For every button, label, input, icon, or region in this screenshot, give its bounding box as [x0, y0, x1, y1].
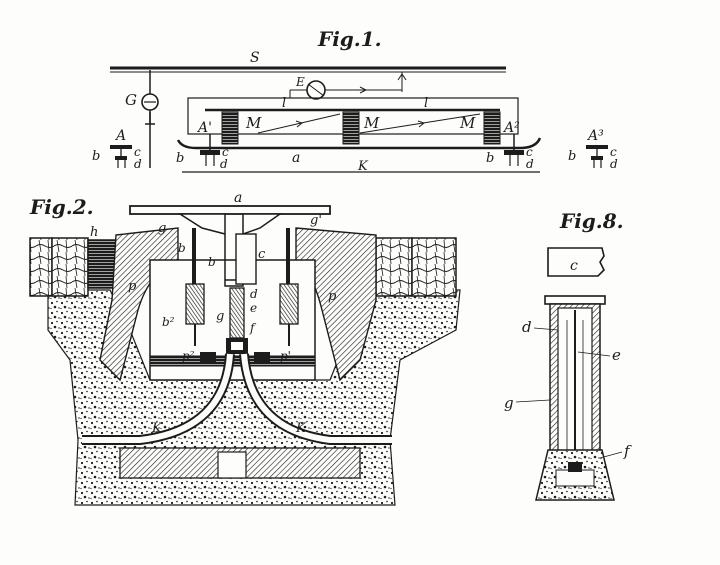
label-c-4: c	[610, 145, 617, 159]
label-p-right: p	[328, 289, 337, 304]
motor-e	[289, 72, 407, 100]
plate-a	[129, 205, 331, 215]
paving-stone-left-1	[29, 237, 53, 297]
label-d-fig8: d	[522, 318, 532, 336]
label-c-3: c	[526, 145, 533, 159]
label-A3: A³	[586, 128, 604, 144]
coil-m-1	[221, 111, 239, 145]
insulator-left	[185, 228, 205, 346]
label-S: S	[250, 50, 260, 66]
label-b-top: b	[178, 241, 186, 255]
label-b-2: b	[176, 151, 184, 166]
label-f-fig8: f	[623, 442, 632, 460]
packing-h	[87, 239, 117, 289]
contact-a1	[200, 134, 220, 166]
label-A1: A'	[196, 120, 212, 136]
label-A: A	[114, 128, 126, 144]
coil-m-2	[342, 111, 360, 145]
lower-channel-opening	[217, 451, 247, 479]
insulator-right	[279, 228, 299, 346]
label-K-left: K	[151, 421, 163, 436]
figure-8: Fig.8. c d e g f	[504, 209, 632, 501]
label-b2: b²	[162, 315, 175, 329]
paving-stone-right-1	[375, 237, 413, 297]
label-d-3: d	[526, 157, 534, 171]
label-b-1: b	[92, 149, 100, 164]
figure-1: Fig.1. S G E l l	[92, 27, 618, 174]
label-a-fig2: a	[234, 190, 242, 206]
paving-stone-right-2	[411, 237, 457, 297]
label-d-1: d	[134, 157, 142, 171]
label-K-fig1: K	[357, 159, 369, 174]
label-l-right: l	[424, 96, 428, 111]
label-M-3: M	[459, 114, 476, 132]
label-d-fig2: d	[250, 287, 258, 301]
label-p1: p'	[280, 349, 291, 363]
label-K-right: K	[295, 421, 307, 436]
generator-g	[141, 70, 159, 168]
figure-2: Fig.2. h p p a b b g g' c	[29, 190, 461, 506]
pipe-k-right-inner	[241, 353, 392, 443]
label-h: h	[90, 225, 98, 240]
label-b-4: b	[568, 149, 576, 164]
fig2-title: Fig.2.	[29, 195, 94, 219]
label-a-fig1: a	[292, 150, 300, 166]
rail-b	[177, 213, 283, 287]
label-b-3: b	[486, 151, 494, 166]
base-socket	[555, 469, 595, 487]
label-E: E	[295, 75, 305, 89]
central-tube	[226, 287, 248, 354]
label-b-mid: b	[208, 255, 216, 269]
label-G: G	[125, 91, 137, 109]
label-p-left: p	[128, 279, 137, 294]
label-c-1: c	[134, 145, 141, 159]
cap-c	[547, 247, 605, 277]
contact-a3	[586, 145, 608, 168]
connector-p1	[254, 352, 270, 364]
label-p2: p²	[182, 349, 195, 363]
diagonal-wire-2	[359, 113, 481, 134]
label-A2: A²	[502, 120, 520, 136]
fig1-title: Fig.1.	[317, 27, 382, 51]
label-M-1: M	[245, 114, 262, 132]
block-c	[235, 233, 257, 285]
pipe-k-left-inner	[82, 353, 233, 443]
coil-m-3	[483, 111, 501, 145]
label-d-4: d	[610, 157, 618, 171]
label-c-2: c	[222, 145, 229, 159]
base-plug	[568, 462, 582, 472]
label-c-fig8: c	[570, 258, 578, 274]
label-M-2: M	[363, 114, 380, 132]
label-f-fig2: f	[249, 321, 257, 335]
label-g-fig8: g	[504, 394, 514, 412]
label-e-fig8: e	[612, 346, 621, 364]
paving-stone-left-2	[51, 237, 89, 297]
label-c-fig2: c	[258, 247, 266, 262]
fig8-title: Fig.8.	[559, 209, 624, 233]
label-d-2: d	[220, 157, 228, 171]
label-l-left: l	[282, 96, 286, 111]
tube-top-flange	[544, 295, 606, 305]
contact-a2	[504, 134, 524, 166]
label-e-fig2: e	[250, 301, 257, 315]
label-g-low: g	[216, 309, 224, 324]
label-g-right: g'	[310, 213, 322, 228]
label-g-left: g	[158, 221, 166, 236]
car-runner-a	[176, 137, 542, 150]
connector-p2	[200, 352, 216, 364]
contact-a-standalone	[110, 145, 132, 168]
diagonal-wire-1	[257, 113, 341, 134]
